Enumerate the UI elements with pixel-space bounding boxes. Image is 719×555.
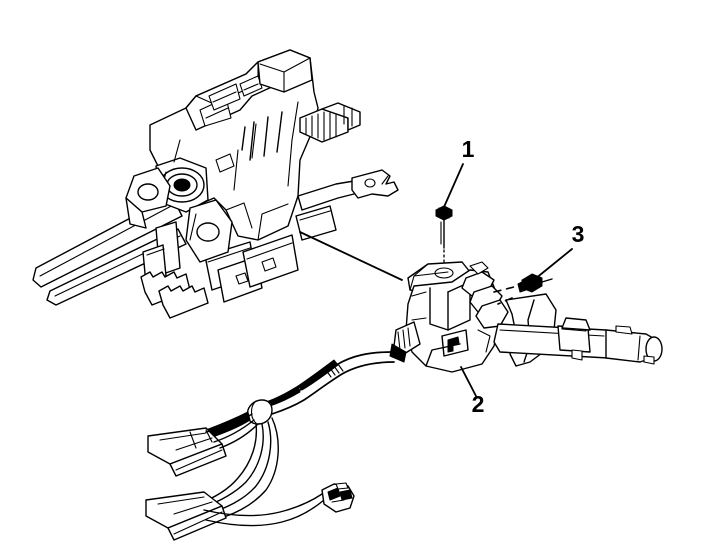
- column-pivot-arm-left: [125, 167, 171, 229]
- callout-1-label: 1: [462, 136, 475, 162]
- column-pivot-arm-lower: [185, 199, 233, 263]
- column-shaft: [32, 195, 187, 306]
- assembly-leader-line: [299, 231, 403, 281]
- wiring-harness: [145, 351, 395, 541]
- callout-3-label: 3: [572, 221, 585, 247]
- column-shaft-spline: [299, 102, 361, 143]
- callout-1-leader: [443, 163, 464, 208]
- steering-column-assembly: [32, 49, 399, 319]
- callout-leaders: [443, 163, 573, 397]
- harness-connector-small: [321, 482, 355, 513]
- harness-connector-lower: [145, 491, 227, 541]
- column-tilt-pivot: [155, 157, 209, 213]
- column-mounting-bracket: [295, 169, 399, 241]
- bolt-alignment-line-left: [493, 285, 519, 293]
- harness-connector-upper: [147, 427, 227, 477]
- multifunction-switch-body: [389, 261, 509, 373]
- turn-signal-lever: [493, 293, 663, 367]
- housing-slot: [215, 153, 235, 173]
- callout-2-leader: [460, 366, 477, 397]
- callout-2-label: 2: [472, 391, 485, 417]
- column-lower-bracket: [140, 221, 299, 319]
- housing-detail-line: [173, 139, 181, 163]
- callout-3-leader: [534, 248, 573, 280]
